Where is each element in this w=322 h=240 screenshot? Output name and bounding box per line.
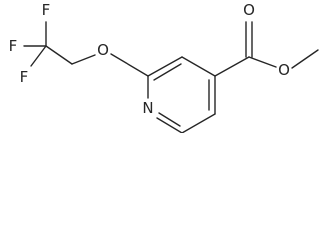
bond-o-ring — [110, 53, 149, 77]
atom-labels: F F F O N O O — [9, 1, 290, 117]
fluorine-left-label: F — [9, 37, 18, 55]
bond-c-o-ester — [248, 56, 277, 68]
bond-cf3-ch2 — [45, 45, 73, 65]
ring-nitrogen-label: N — [142, 99, 153, 117]
bond-ring-c2-c3 — [147, 56, 183, 77]
bond-ring-carbonyl — [214, 56, 250, 77]
bond-ring-c2-c3-double — [153, 63, 182, 81]
chemical-structure-diagram: F F F O N O O — [9, 1, 319, 133]
bond-ring-c6-n-double — [158, 112, 181, 127]
fluorine-top-label: F — [42, 1, 51, 19]
bond-ring-c5-c6 — [181, 113, 216, 133]
fluorine-bottom-label: F — [20, 68, 29, 86]
carbonyl-oxygen-label: O — [243, 1, 255, 19]
bond-c-f-bottom — [30, 45, 47, 67]
bonds — [23, 21, 319, 133]
bond-o-methyl — [291, 49, 319, 69]
bond-ch2-o — [71, 54, 96, 65]
ether-oxygen-label: O — [97, 41, 109, 59]
ester-oxygen-label: O — [278, 61, 290, 79]
bond-ring-c6-n — [156, 117, 183, 133]
bond-ring-c3-c4 — [181, 56, 216, 77]
